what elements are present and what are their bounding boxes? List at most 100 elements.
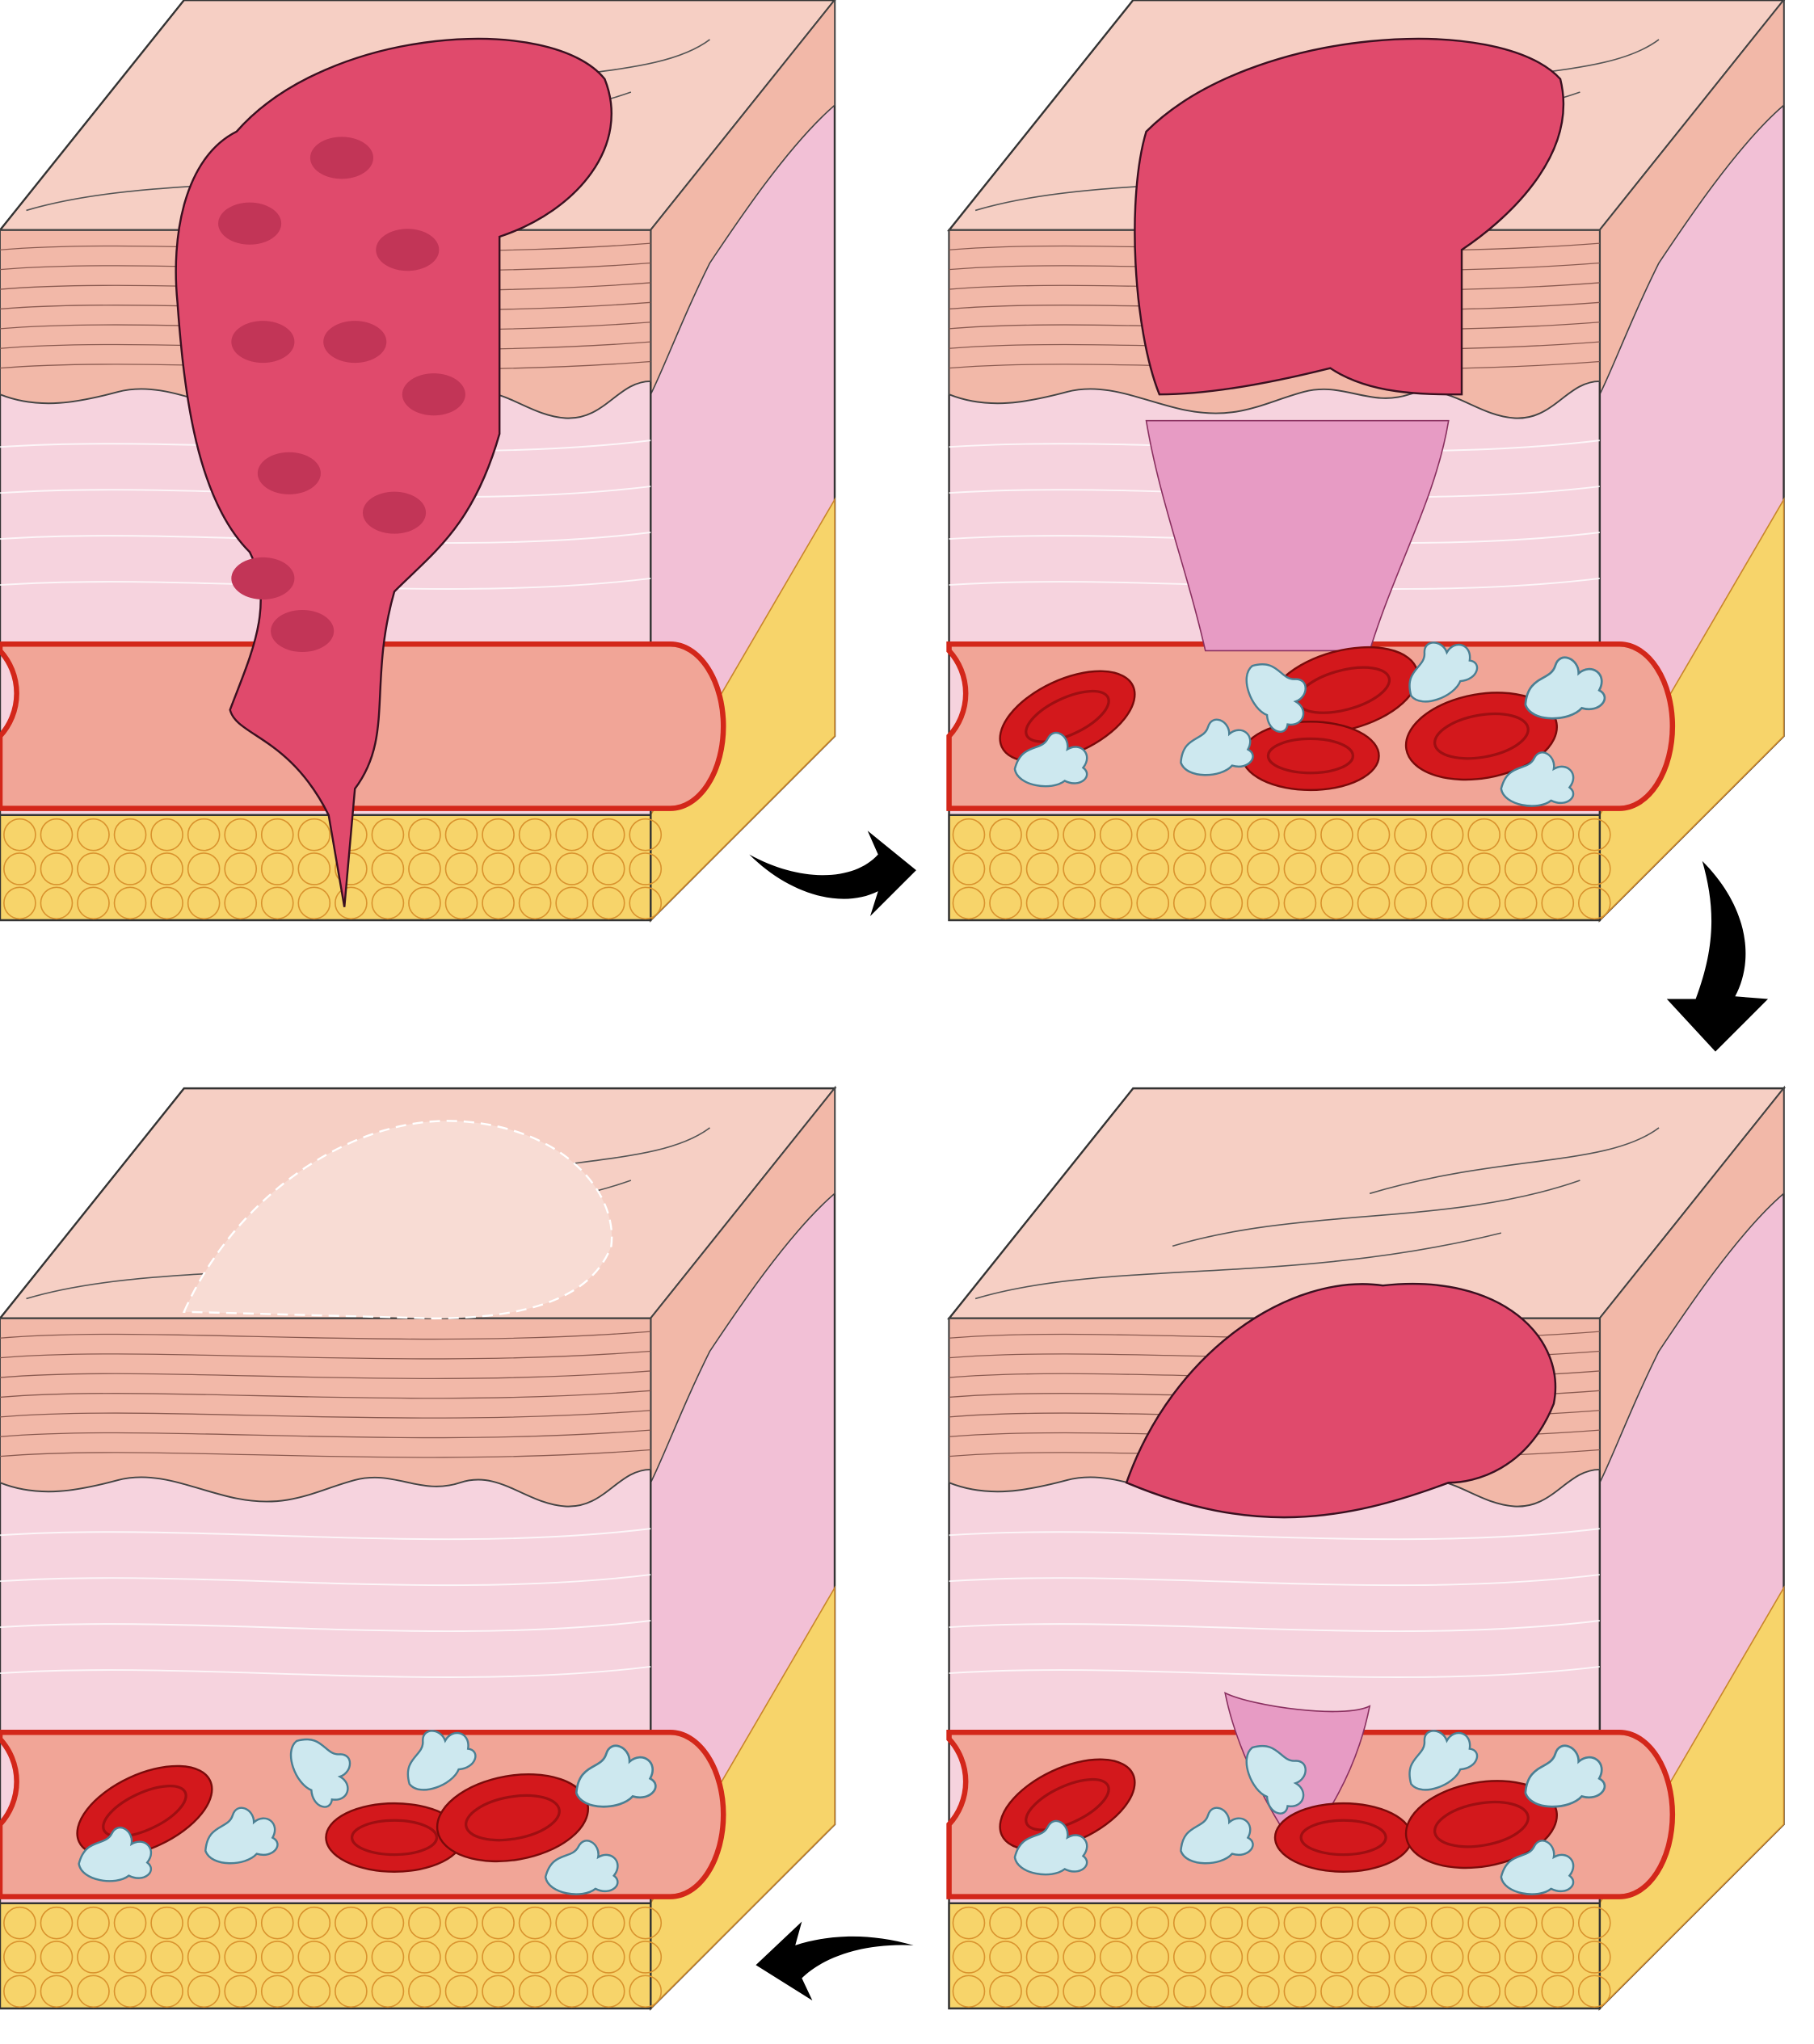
scar	[182, 1120, 613, 1320]
fat-layer	[948, 1902, 1601, 2010]
fat-cell	[77, 852, 110, 885]
side-epidermis	[650, 1086, 835, 1483]
white-blood-cell	[1524, 656, 1606, 720]
fat-cell	[1210, 886, 1244, 920]
wbc-body	[1013, 1819, 1088, 1876]
panel-inflammation	[946, 0, 1786, 923]
fat-cell	[444, 852, 478, 885]
fat-cell	[518, 818, 552, 852]
red-blood-cell	[1404, 692, 1558, 781]
fat-cell	[444, 886, 478, 920]
fat-cell	[150, 1941, 183, 1974]
fat-cell	[113, 886, 147, 920]
rbc-body	[1273, 1802, 1413, 1873]
fat-cell	[260, 818, 294, 852]
fat-cell	[224, 852, 258, 885]
clot-cell	[231, 557, 295, 599]
fat-cell	[1541, 1906, 1575, 1940]
fat-cell	[297, 818, 331, 852]
rbc-center	[102, 1785, 187, 1838]
fat-cell	[591, 1975, 625, 2008]
collagen-fiber	[0, 1574, 651, 1587]
rbc-center	[1025, 689, 1110, 743]
side-epidermis	[1599, 1086, 1785, 1483]
fat-cell	[1025, 1975, 1059, 2008]
fat-cell	[1210, 818, 1244, 852]
fat-cell	[952, 1941, 986, 1974]
fat-cell	[518, 852, 552, 885]
fat-cell	[1467, 1975, 1501, 2008]
fat-cell	[1577, 852, 1611, 885]
fat-cell	[1467, 1941, 1501, 1974]
fat-cell	[1172, 852, 1206, 885]
fat-cell	[260, 886, 294, 920]
fat-cell	[1541, 1941, 1575, 1974]
skin-crease	[974, 1232, 1502, 1300]
skin-crease	[1172, 1180, 1580, 1247]
rbc-center	[1299, 1819, 1387, 1857]
fat-cell	[224, 1906, 258, 1940]
fat-cell	[297, 1975, 331, 2008]
fat-cell	[260, 1906, 294, 1940]
fat-cell	[40, 852, 74, 885]
white-blood-cell	[1500, 751, 1575, 807]
wbc-body	[406, 1730, 477, 1791]
fat-cell	[1577, 886, 1611, 920]
rbc-body	[1241, 721, 1380, 792]
fat-cell	[482, 886, 515, 920]
fat-cell	[1025, 886, 1059, 920]
clot-cell	[257, 452, 321, 494]
fat-cell	[77, 1941, 110, 1974]
clot-cell	[402, 373, 465, 416]
fat-cell	[1467, 886, 1501, 920]
fat-cell	[1247, 1975, 1280, 2008]
fat-cell	[408, 1906, 441, 1940]
fat-cell	[408, 1975, 441, 2008]
fat-cell	[1136, 1941, 1170, 1974]
rbc-center	[1266, 737, 1355, 775]
epidermis-line	[0, 1370, 651, 1379]
fat-cell	[1172, 1975, 1206, 2008]
white-blood-cell	[1524, 1744, 1606, 1808]
fat-layer	[0, 814, 652, 922]
panel-hemostasis	[0, 0, 836, 923]
fat-cell	[952, 886, 986, 920]
fat-cell	[1247, 1906, 1280, 1940]
fat-cell	[1541, 852, 1575, 885]
collagen-fiber	[0, 1665, 651, 1678]
fat-cell	[408, 818, 441, 852]
fat-cell	[952, 818, 986, 852]
fat-cell	[444, 1906, 478, 1940]
epidermis-line	[0, 1410, 651, 1419]
white-blood-cell	[1180, 718, 1254, 776]
fat-cell	[113, 1975, 147, 2008]
fat-cell	[1467, 1906, 1501, 1940]
white-blood-cell	[1500, 1840, 1575, 1895]
fat-cell	[1099, 886, 1133, 920]
fat-cell	[1136, 852, 1170, 885]
fat-cell	[1357, 1941, 1391, 1974]
fat-cell	[1357, 818, 1391, 852]
white-blood-cell	[1245, 1744, 1307, 1815]
fat-cell	[3, 818, 36, 852]
rbc-center	[1433, 712, 1530, 760]
fat-cell	[1394, 852, 1427, 885]
fat-cell	[40, 1906, 74, 1940]
fat-cell	[629, 852, 663, 885]
fat-cell	[40, 818, 74, 852]
wbc-body	[1180, 718, 1254, 776]
fat-cell	[482, 818, 515, 852]
fat-cell	[40, 1941, 74, 1974]
clot-cell	[323, 321, 387, 364]
fat-cell	[1504, 818, 1538, 852]
fat-cell	[591, 886, 625, 920]
fat-cell	[3, 886, 36, 920]
white-blood-cell	[406, 1730, 477, 1791]
fat-cell	[1063, 886, 1096, 920]
wbc-body	[1408, 1730, 1479, 1791]
fat-cell	[629, 886, 663, 920]
fat-cell	[591, 852, 625, 885]
fat-cell	[555, 852, 588, 885]
white-blood-cell	[289, 1738, 351, 1808]
